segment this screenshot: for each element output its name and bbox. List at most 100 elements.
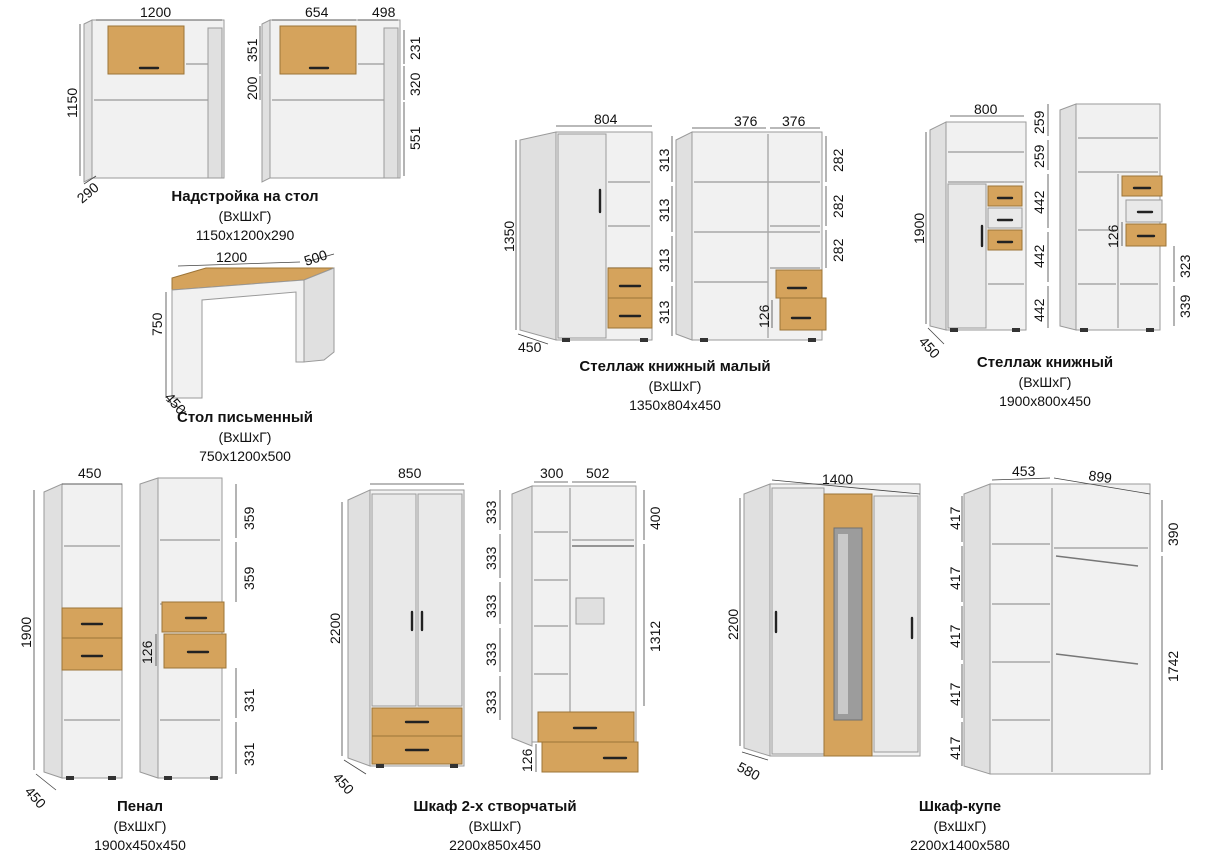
dim-pencil-height: 1900 xyxy=(18,617,34,648)
caption-desk: Стол письменный (ВхШхГ) 750x1200x500 xyxy=(130,408,360,466)
dim-bookcase-width: 800 xyxy=(974,101,998,117)
dim-pencil-359-a: 359 xyxy=(241,506,257,530)
dim-sliding-417-c: 417 xyxy=(947,624,963,648)
dim-hutch-200: 200 xyxy=(244,76,260,100)
dim-bookcase-442-c: 442 xyxy=(1031,298,1047,322)
dim-sliding-417-b: 417 xyxy=(947,566,963,590)
dim-wardrobe-333-c: 333 xyxy=(483,594,499,618)
caption-sliding-wardrobe: Шкаф-купе (ВхШхГ) 2200x1400x580 xyxy=(860,797,1060,855)
dim-bookcase-height: 1900 xyxy=(911,213,927,244)
dim-sliding-left-section: 453 xyxy=(1012,463,1036,479)
dim-hutch-left-section: 654 xyxy=(305,4,329,20)
desk-hutch-drawing: 1200 1150 290 654 498 351 200 231 320 55… xyxy=(64,4,423,206)
dim-small-bookcase-313-b: 313 xyxy=(656,198,672,222)
dim-wardrobe-width: 850 xyxy=(398,465,422,481)
product-dims-label: (ВхШхГ) xyxy=(933,818,987,834)
caption-pencil-cabinet: Пенал (ВхШхГ) 1900x450x450 xyxy=(40,797,240,855)
product-size: 1900x800x450 xyxy=(999,393,1091,409)
dim-sliding-width: 1400 xyxy=(822,471,853,487)
caption-desk-hutch: Надстройка на стол (ВхШхГ) 1150x1200x290 xyxy=(130,187,360,245)
dim-wardrobe-depth: 450 xyxy=(330,769,358,797)
caption-bookcase: Стеллаж книжный (ВхШхГ) 1900x800x450 xyxy=(935,353,1155,411)
dim-sliding-390: 390 xyxy=(1165,522,1181,546)
product-name: Надстройка на стол xyxy=(171,188,319,205)
dim-wardrobe-333-a: 333 xyxy=(483,500,499,524)
dim-hutch-height: 1150 xyxy=(64,88,80,118)
product-size: 2200x1400x580 xyxy=(910,837,1010,853)
dim-small-bookcase-left-width: 376 xyxy=(734,113,758,129)
product-size: 1900x450x450 xyxy=(94,837,186,853)
product-name: Стеллаж книжный xyxy=(976,354,1114,371)
product-size: 2200x850x450 xyxy=(449,837,541,853)
dim-bookcase-259-a: 259 xyxy=(1031,110,1047,134)
bookcase-drawing: 800 1900 450 259 259 442 442 442 126 323… xyxy=(911,101,1193,362)
dim-bookcase-442-a: 442 xyxy=(1031,190,1047,214)
dim-wardrobe-right-section: 502 xyxy=(586,465,610,481)
product-size: 1350x804x450 xyxy=(629,397,721,413)
dim-sliding-417-a: 417 xyxy=(947,506,963,530)
dim-hutch-right-section: 498 xyxy=(372,4,396,20)
product-dims-label: (ВхШхГ) xyxy=(218,429,272,445)
product-dims-label: (ВхШхГ) xyxy=(1018,374,1072,390)
dim-wardrobe-left-section: 300 xyxy=(540,465,564,481)
dim-small-bookcase-313-d: 313 xyxy=(656,300,672,324)
dim-small-bookcase-282-a: 282 xyxy=(830,148,846,172)
dim-pencil-331-a: 331 xyxy=(241,688,257,712)
dim-desk-depth: 500 xyxy=(302,246,329,269)
product-name: Стеллаж книжный малый xyxy=(579,358,771,375)
product-name: Шкаф 2-х створчатый xyxy=(413,798,577,815)
product-dims-label: (ВхШхГ) xyxy=(113,818,167,834)
dim-bookcase-442-b: 442 xyxy=(1031,244,1047,268)
dim-bookcase-259-b: 259 xyxy=(1031,144,1047,168)
dim-bookcase-323: 323 xyxy=(1177,254,1193,278)
two-door-wardrobe-drawing: 850 2200 450 300 502 333 333 333 333 333… xyxy=(327,465,663,798)
dim-hutch-351: 351 xyxy=(244,38,260,62)
caption-small-bookcase: Стеллаж книжный малый (ВхШхГ) 1350x804x4… xyxy=(550,357,800,415)
dim-sliding-417-e: 417 xyxy=(947,736,963,760)
dim-wardrobe-height: 2200 xyxy=(327,613,343,644)
dim-hutch-width: 1200 xyxy=(140,4,171,20)
dim-sliding-height: 2200 xyxy=(725,609,741,640)
dim-sliding-depth: 580 xyxy=(735,759,763,784)
dim-small-bookcase-313-a: 313 xyxy=(656,148,672,172)
caption-two-door-wardrobe: Шкаф 2-х створчатый (ВхШхГ) 2200x850x450 xyxy=(380,797,610,855)
dim-pencil-drawer: 126 xyxy=(139,640,155,664)
dim-small-bookcase-313-c: 313 xyxy=(656,248,672,272)
sliding-wardrobe-drawing: 1400 2200 580 453 899 417 417 417 417 41… xyxy=(725,463,1181,784)
product-size: 1150x1200x290 xyxy=(195,227,295,243)
dim-wardrobe-333-e: 333 xyxy=(483,690,499,714)
dim-hutch-551: 551 xyxy=(407,126,423,150)
dim-small-bookcase-width: 804 xyxy=(594,111,618,127)
dim-hutch-231: 231 xyxy=(407,36,423,60)
dim-sliding-1742: 1742 xyxy=(1165,651,1181,682)
dim-pencil-359-b: 359 xyxy=(241,566,257,590)
dim-small-bookcase-height: 1350 xyxy=(501,221,517,252)
dim-hutch-depth: 290 xyxy=(74,179,102,206)
dim-wardrobe-333-d: 333 xyxy=(483,642,499,666)
dim-small-bookcase-depth: 450 xyxy=(518,339,542,355)
dim-small-bookcase-282-c: 282 xyxy=(830,238,846,262)
dim-wardrobe-333-b: 333 xyxy=(483,546,499,570)
dim-pencil-331-b: 331 xyxy=(241,742,257,766)
dim-small-bookcase-right-width: 376 xyxy=(782,113,806,129)
dim-hutch-320: 320 xyxy=(407,72,423,96)
dim-wardrobe-400: 400 xyxy=(647,506,663,530)
dim-wardrobe-drawer: 126 xyxy=(519,748,535,772)
product-name: Шкаф-купе xyxy=(918,798,1002,815)
pencil-case-cabinet-drawing: 450 1900 450 359 359 126 331 331 xyxy=(18,465,257,812)
product-dims-label: (ВхШхГ) xyxy=(468,818,522,834)
dim-bookcase-339: 339 xyxy=(1177,294,1193,318)
dim-wardrobe-1312: 1312 xyxy=(647,621,663,652)
dim-small-bookcase-282-b: 282 xyxy=(830,194,846,218)
dim-desk-width: 1200 xyxy=(216,249,247,265)
desk-drawing: 1200 500 750 450 xyxy=(149,246,335,418)
product-name: Пенал xyxy=(116,798,164,815)
product-size: 750x1200x500 xyxy=(199,448,291,464)
dim-sliding-417-d: 417 xyxy=(947,682,963,706)
dim-sliding-right-section: 899 xyxy=(1088,467,1114,486)
dim-bookcase-drawer: 126 xyxy=(1105,224,1121,248)
dim-small-bookcase-drawer: 126 xyxy=(756,304,772,328)
product-name: Стол письменный xyxy=(177,409,313,426)
